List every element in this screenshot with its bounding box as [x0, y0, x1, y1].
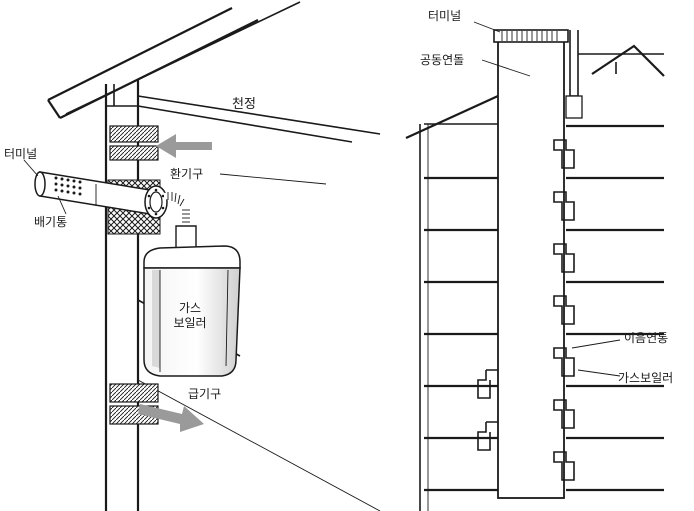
common-chimney [493, 29, 583, 499]
label-line: 보일러 [173, 316, 206, 330]
label-terminal-right: 터미널 [428, 9, 461, 23]
upper-vent-louver [109, 125, 159, 161]
inflow-arrow [156, 134, 212, 158]
label-supply-vent: 급기구 [188, 387, 221, 401]
gas-boiler-right-leader [577, 369, 621, 377]
label-ceiling: 천정 [232, 97, 256, 112]
label-connecting-flue: 이음연통 [624, 331, 668, 345]
terminal-leader [23, 159, 39, 177]
lower-vent-louver [109, 383, 159, 425]
common-chimney-leader [481, 59, 531, 77]
label-common-chimney: 공동연돌 [420, 53, 464, 67]
flue-connectors-left [477, 369, 498, 451]
right-diagram: 터미널 공동연돌 이음연통 가스보일러 [405, 9, 673, 511]
flue-connectors-right [553, 139, 575, 481]
outflow-arrow [138, 404, 204, 432]
pipe-flange [144, 185, 168, 219]
exhaust-pipe-leader [57, 195, 67, 215]
label-terminal-left: 터미널 [4, 147, 37, 161]
gas-boiler-unit [143, 245, 241, 377]
label-gas-boiler-right: 가스보일러 [618, 371, 673, 385]
roof-structure [47, 1, 381, 143]
label-line: 가스 [179, 301, 201, 315]
left-building [405, 94, 499, 511]
terminal-right-leader [473, 21, 501, 33]
exhaust-pipe [34, 171, 151, 215]
flex-pipe [163, 192, 190, 226]
connecting-flue-leader [571, 339, 621, 349]
label-vent-outlet: 환기구 [170, 167, 203, 181]
label-exhaust-pipe: 배기통 [34, 215, 67, 229]
vent-outlet-leader [219, 173, 327, 185]
right-building [566, 44, 665, 492]
